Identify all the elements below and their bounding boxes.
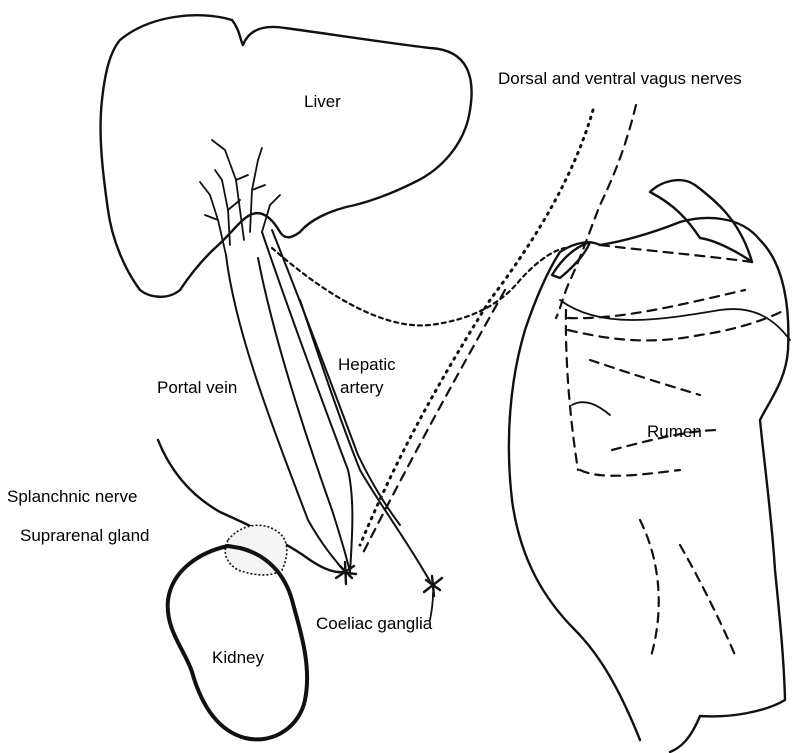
label-rumen: Rumen [647,423,702,442]
suprarenal-gland-shape [225,525,287,575]
rumen-nerve-7 [640,520,659,660]
rumen-inner-fold [560,300,790,340]
rumen-nerve-5 [590,360,700,395]
ventral-vagus-nerve [556,105,636,318]
rumen-nerve-2 [568,310,785,340]
rumen-outline [509,218,789,752]
rumen-nerve-4 [580,470,680,476]
liver-outline [101,15,472,297]
label-hepatic-line2: artery [340,379,383,398]
label-liver: Liver [304,93,341,112]
rumen-nerve-1 [568,290,745,318]
hepatic-artery-branch [300,300,432,585]
rumen-top-lobe [650,180,752,262]
portal-vein-right-wall [258,258,350,572]
label-portal-vein: Portal vein [157,379,237,398]
label-suprarenal-gland: Suprarenal gland [20,527,149,546]
label-coeliac-ganglia: Coeliac ganglia [316,615,432,634]
label-splanchnic-nerve: Splanchnic nerve [7,488,137,507]
rumen-fold-mark [572,402,610,415]
label-kidney: Kidney [212,649,264,668]
label-hepatic-line1: Hepatic [338,356,396,375]
vagus-to-liver [272,248,565,325]
dorsal-vagus-nerve [360,110,593,545]
kidney-outline [168,546,307,739]
liver-branches [200,140,280,255]
vagus-to-coeliac [362,290,505,555]
rumen-nerve-3 [566,310,578,470]
label-vagus-nerves: Dorsal and ventral vagus nerves [498,70,742,89]
rumen-nerve-8 [680,545,735,655]
